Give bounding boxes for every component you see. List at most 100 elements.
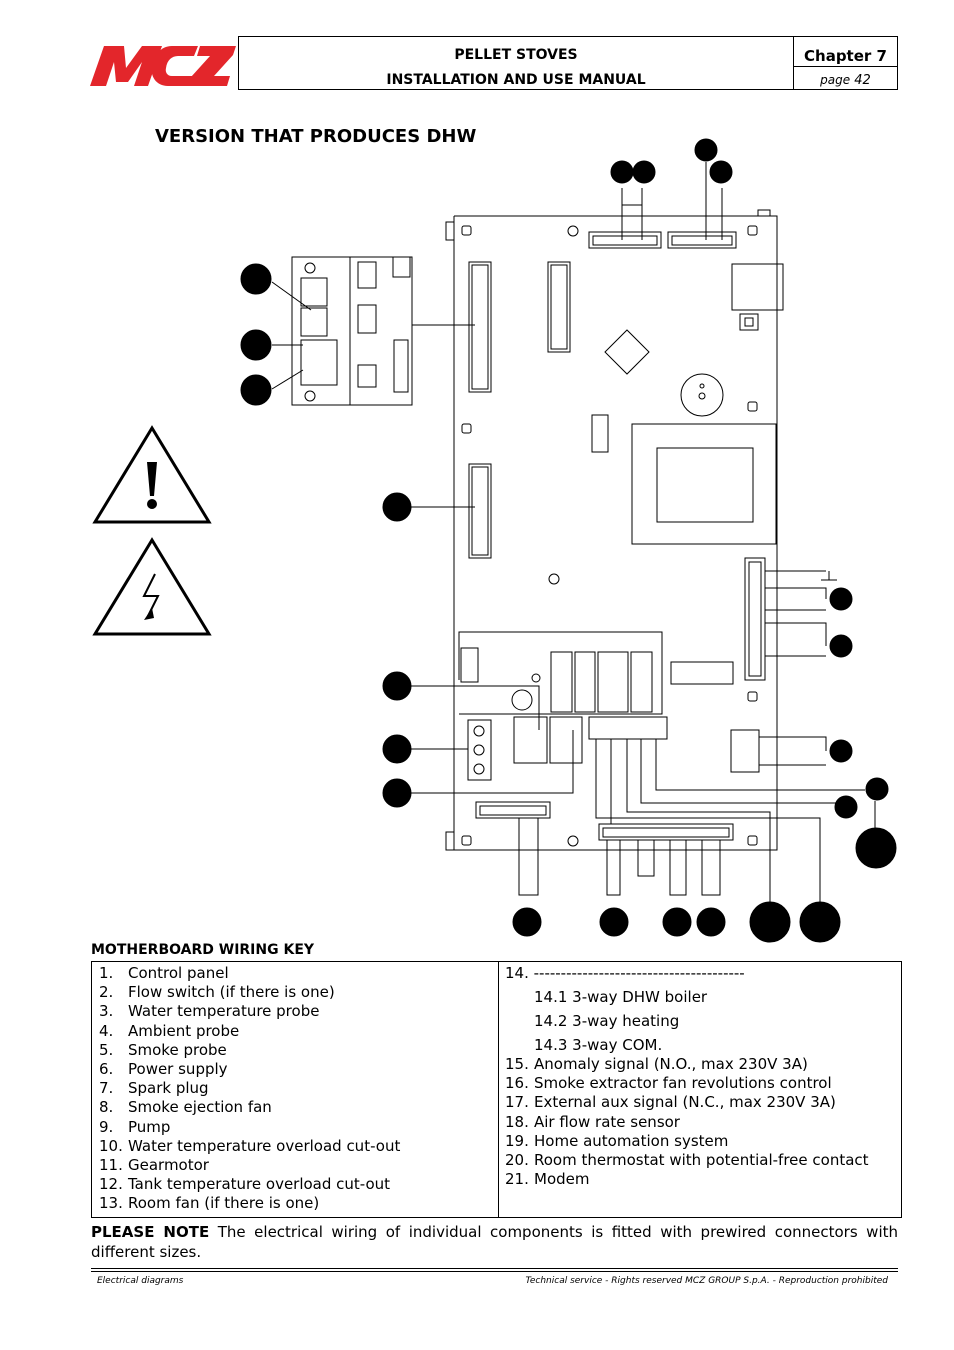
key-item-number: 10.: [99, 1136, 123, 1155]
page-label: page: [820, 73, 851, 87]
svg-text:6: 6: [836, 590, 847, 610]
callout-17: 17: [382, 671, 412, 701]
svg-text:6: 6: [872, 780, 883, 800]
key-item-label: External aux signal (N.C., max 230V 3A): [534, 1093, 836, 1112]
svg-text:21: 21: [245, 270, 267, 290]
key-item-label: Water temperature overload cut-out: [128, 1136, 401, 1155]
callout-13: 13: [512, 907, 542, 937]
key-item-label: Smoke probe: [128, 1040, 227, 1059]
footer-rule: [91, 1271, 898, 1272]
key-item-label: Flow switch (if there is one): [128, 983, 335, 1002]
key-item: 8. Smoke ejection fan: [99, 1098, 272, 1117]
key-item-label: Room thermostat with potential-free cont…: [534, 1151, 869, 1169]
key-item-label: Gearmotor: [128, 1156, 209, 1174]
section-title: VERSION THAT PRODUCES DHW: [155, 126, 477, 147]
key-item: 1. Control panel: [99, 964, 229, 983]
callout-16: 16: [382, 734, 412, 764]
callout-14-3: 14.3: [855, 827, 897, 869]
svg-text:2: 2: [617, 163, 628, 183]
key-title: MOTHERBOARD WIRING KEY: [91, 942, 315, 958]
key-item-number: 8.: [99, 1098, 114, 1117]
note-text: The electrical wiring of individual comp…: [91, 1223, 898, 1261]
header-title-line2: INSTALLATION AND USE MANUAL: [386, 72, 646, 88]
svg-text:8: 8: [836, 742, 847, 762]
header-title-line1: PELLET STOVES: [454, 47, 578, 63]
svg-text:11: 11: [666, 913, 688, 933]
key-item: 17.External aux signal (N.C., max 230V 3…: [505, 1093, 836, 1112]
key-item: 15. Anomaly signal (N.O., max 230V 3A): [505, 1055, 808, 1074]
key-item-label: Smoke ejection fan: [128, 1098, 272, 1117]
key-item: 5. Smoke probe: [99, 1041, 227, 1060]
key-item-number: 3.: [99, 1002, 114, 1021]
page-indicator: page 42: [794, 73, 897, 88]
electric-hazard-icon: [92, 537, 212, 636]
key-item-label: Control panel: [128, 964, 229, 982]
callouts: 2 3 4 5 21 20 19 18 17 16 15 13 12 11 10…: [240, 138, 897, 943]
key-item: 13.Room fan (if there is one): [99, 1194, 319, 1213]
key-item-label: Spark plug: [128, 1079, 209, 1098]
header-title-box: PELLET STOVES INSTALLATION AND USE MANUA…: [238, 36, 794, 90]
callout-10: 10: [696, 907, 726, 937]
svg-text:14.1: 14.1: [751, 913, 789, 933]
page-number: 42: [854, 73, 871, 88]
key-item-label: Home automation system: [534, 1131, 729, 1150]
callout-8: 8: [829, 739, 853, 763]
callout-4: 4: [694, 138, 718, 162]
key-item-number: 16.: [505, 1074, 529, 1093]
svg-text:17: 17: [386, 677, 408, 697]
key-item-label: Tank temperature overload cut-out: [128, 1175, 391, 1194]
key-item: 7. Spark plug: [99, 1079, 209, 1098]
svg-text:15: 15: [386, 784, 408, 804]
warning-sign-icon: [92, 425, 212, 524]
wiring-diagram: 2 3 4 5 21 20 19 18 17 16 15 13 12 11 10…: [92, 138, 897, 943]
svg-text:7: 7: [836, 637, 847, 657]
key-item-label: Anomaly signal (N.O., max 230V 3A): [534, 1055, 808, 1073]
svg-text:5: 5: [716, 163, 727, 183]
callout-2: 2: [610, 160, 634, 184]
svg-text:14.2: 14.2: [801, 913, 839, 933]
key-item-label: Air flow rate sensor: [534, 1112, 680, 1131]
svg-text:10: 10: [700, 913, 722, 933]
svg-text:12: 12: [603, 913, 625, 933]
callout-21: 21: [240, 263, 272, 295]
callout-6-bottom: 6: [865, 777, 889, 801]
key-item-number: 5.: [99, 1040, 114, 1059]
key-item-14-2: 14.2 3-way heating: [534, 1012, 680, 1030]
key-item-number: 7.: [99, 1079, 114, 1098]
svg-text:4: 4: [701, 141, 712, 161]
callout-18: 18: [382, 492, 412, 522]
svg-text:14.3: 14.3: [857, 839, 895, 859]
svg-text:20: 20: [245, 336, 267, 356]
key-item: 11.Gearmotor: [99, 1156, 209, 1175]
mcz-logo: [90, 46, 236, 86]
note-label: PLEASE NOTE: [91, 1223, 210, 1241]
key-item: 19.Home automation system: [505, 1132, 728, 1151]
key-item-label: Power supply: [128, 1060, 228, 1078]
key-item: 4.Ambient probe: [99, 1022, 239, 1041]
key-item-number: 15.: [505, 1055, 529, 1073]
key-item-number: 21.: [505, 1170, 529, 1189]
key-item: 20.Room thermostat with potential-free c…: [505, 1151, 869, 1170]
key-item-number: 12.: [99, 1175, 123, 1194]
key-item: 6.Power supply: [99, 1060, 228, 1079]
key-item-label: Pump: [128, 1117, 171, 1136]
svg-text:3: 3: [639, 163, 650, 183]
key-item: 3.Water temperature probe: [99, 1002, 319, 1021]
callout-14-2: 14.2: [799, 901, 841, 943]
home-automation-board: [291, 256, 413, 406]
key-item: 18. Air flow rate sensor: [505, 1113, 680, 1132]
key-item-number: 2.: [99, 983, 114, 1002]
callout-6-top: 6: [829, 587, 853, 611]
callout-19: 19: [240, 374, 272, 406]
key-item-number: 4.: [99, 1021, 114, 1040]
key-item-label: Room fan (if there is one): [128, 1194, 320, 1213]
please-note: PLEASE NOTE The electrical wiring of ind…: [91, 1222, 898, 1262]
wiring-key-table: 1. Control panel 2. Flow switch (if there i…: [91, 961, 902, 1218]
key-item-number: 18.: [505, 1112, 529, 1131]
footer-left: Electrical diagrams: [97, 1276, 184, 1286]
key-item-number: 1.: [99, 964, 114, 982]
key-item: 12. Tank temperature overload cut-out: [99, 1175, 390, 1194]
wires: [271, 162, 876, 910]
key-item: 10. Water temperature overload cut-out: [99, 1137, 400, 1156]
footer-rule: [91, 1268, 898, 1269]
